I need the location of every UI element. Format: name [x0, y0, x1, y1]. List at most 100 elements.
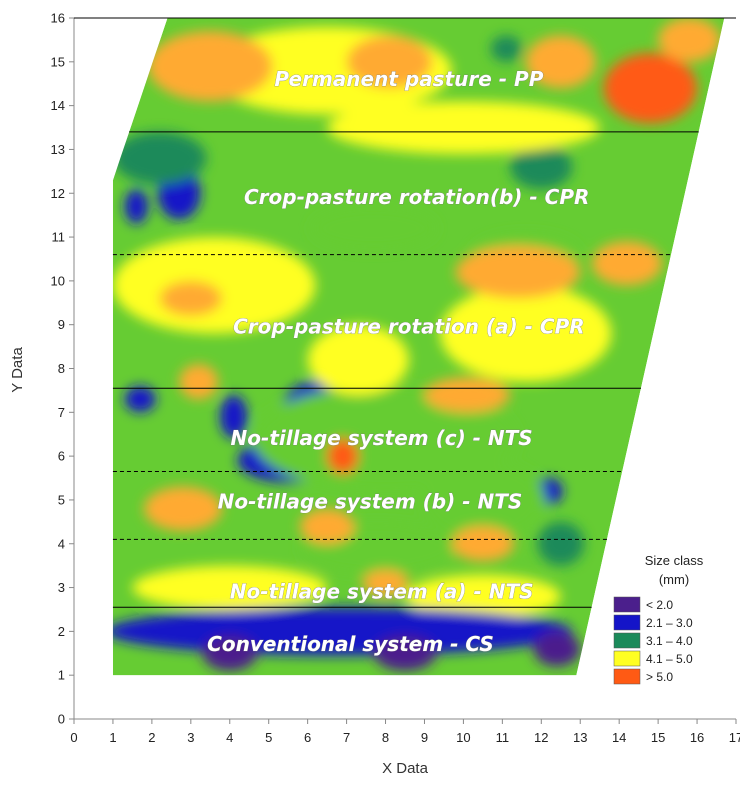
legend-swatch-2 — [613, 632, 641, 649]
contour-features — [112, 18, 721, 671]
x-tick-label-12: 12 — [534, 730, 548, 745]
y-tick-label-7: 7 — [58, 405, 65, 420]
contour-feature-37 — [451, 526, 515, 562]
contour-feature-6 — [124, 188, 148, 224]
y-tick-label-12: 12 — [51, 186, 65, 201]
y-tick-label-13: 13 — [51, 142, 65, 157]
legend-label-0: < 2.0 — [646, 598, 673, 612]
legend-label-4: > 5.0 — [646, 670, 673, 684]
x-tick-label-6: 6 — [304, 730, 311, 745]
x-axis-title: X Data — [382, 760, 429, 777]
y-tick-label-8: 8 — [58, 361, 65, 376]
contour-feature-33 — [424, 377, 511, 413]
contour-feature-38 — [362, 570, 409, 597]
contour-feature-10 — [510, 145, 573, 189]
y-tick-label-1: 1 — [58, 668, 65, 683]
zone-label-3: No-tillage system (c) - NTS — [231, 426, 533, 450]
y-tick-label-4: 4 — [58, 536, 65, 551]
zone-label-1: Crop-pasture rotation(b) - CPR — [244, 185, 589, 209]
x-tick-label-1: 1 — [109, 730, 116, 745]
x-tick-label-5: 5 — [265, 730, 272, 745]
contour-map — [112, 18, 725, 676]
x-tick-label-10: 10 — [456, 730, 470, 745]
x-tick-label-13: 13 — [573, 730, 587, 745]
legend-label-2: 3.1 – 4.0 — [646, 634, 693, 648]
x-tick-label-17: 17 — [729, 730, 740, 745]
contour-feature-30 — [591, 241, 663, 286]
contour-feature-32 — [179, 364, 219, 400]
contour-feature-27 — [603, 53, 698, 124]
zone-label-6: Conventional system - CS — [207, 632, 494, 656]
x-tick-label-2: 2 — [148, 730, 155, 745]
legend-swatch-4 — [613, 668, 641, 685]
x-tick-label-0: 0 — [70, 730, 77, 745]
y-tick-label-10: 10 — [51, 273, 65, 288]
x-tick-label-9: 9 — [421, 730, 428, 745]
contour-feature-7 — [490, 35, 522, 62]
contour-feature-26 — [525, 35, 596, 89]
x-tick-label-15: 15 — [651, 730, 665, 745]
zone-label-4: No-tillage system (b) - NTS — [218, 490, 523, 514]
contour-feature-42 — [533, 631, 581, 667]
contour-feature-34 — [327, 438, 359, 474]
x-tick-label-7: 7 — [343, 730, 350, 745]
zone-labels: Permanent pasture - PP Crop-pasture rotat… — [207, 67, 590, 657]
y-tick-label-16: 16 — [51, 11, 65, 26]
contour-feature-40 — [202, 635, 258, 671]
y-axis-title: Y Data — [9, 347, 26, 393]
y-tick-label-6: 6 — [58, 449, 65, 464]
legend-label-3: 4.1 – 5.0 — [646, 652, 693, 666]
contour-feature-35 — [144, 486, 222, 531]
x-tick-label-8: 8 — [382, 730, 389, 745]
contour-feature-19 — [112, 237, 316, 334]
y-tick-label-3: 3 — [58, 580, 65, 595]
contour-feature-28 — [658, 18, 721, 62]
zone-label-0: Permanent pasture - PP — [274, 67, 543, 91]
contour-feature-41 — [373, 635, 437, 671]
legend-subtitle: (mm) — [659, 572, 689, 587]
contour-feature-13 — [253, 386, 518, 492]
x-tick-label-16: 16 — [690, 730, 704, 745]
y-tick-label-11: 11 — [52, 230, 66, 245]
legend-swatch-0 — [613, 596, 641, 613]
x-tick-label-3: 3 — [187, 730, 194, 745]
contour-feature-29 — [455, 245, 581, 299]
contour-feature-36 — [299, 508, 355, 544]
contour-feature-31 — [159, 280, 222, 316]
contour-feature-21 — [132, 565, 328, 610]
y-tick-label-9: 9 — [58, 317, 65, 332]
contour-feature-11 — [311, 206, 437, 251]
legend: Size class (mm) < 2.0 2.1 – 3.0 3.1 – 4.0 4… — [613, 553, 704, 685]
x-tick-label-4: 4 — [226, 730, 233, 745]
contour-feature-5 — [124, 386, 156, 413]
zone-label-5: No-tillage system (a) - NTS — [230, 580, 534, 604]
x-tick-label-14: 14 — [612, 730, 626, 745]
contour-feature-17 — [307, 324, 409, 395]
y-tick-label-0: 0 — [58, 712, 65, 727]
y-tick-label-2: 2 — [58, 624, 65, 639]
contour-feature-9 — [112, 131, 207, 185]
y-tick-label-14: 14 — [51, 98, 65, 113]
legend-items: < 2.0 2.1 – 3.0 3.1 – 4.0 4.1 – 5.0 > 5.0 — [613, 596, 693, 685]
contour-feature-2 — [220, 394, 248, 439]
x-tick-label-11: 11 — [496, 730, 510, 745]
legend-swatch-1 — [613, 614, 641, 631]
contour-feature-25 — [346, 35, 433, 89]
contour-feature-18 — [440, 285, 612, 382]
contour-feature-22 — [327, 101, 600, 154]
legend-title: Size class — [645, 553, 704, 568]
y-tick-label-15: 15 — [51, 54, 65, 69]
contour-feature-16 — [537, 521, 585, 566]
y-tick-label-5: 5 — [58, 492, 65, 507]
legend-label-1: 2.1 – 3.0 — [646, 616, 693, 630]
contour-feature-24 — [147, 31, 273, 102]
zone-label-2: Crop-pasture rotation (a) - CPR — [233, 314, 585, 338]
field-base-fill — [112, 18, 725, 676]
legend-swatch-3 — [613, 650, 641, 667]
contour-feature-14 — [420, 460, 546, 540]
zone-boundary-lines — [112, 131, 699, 608]
